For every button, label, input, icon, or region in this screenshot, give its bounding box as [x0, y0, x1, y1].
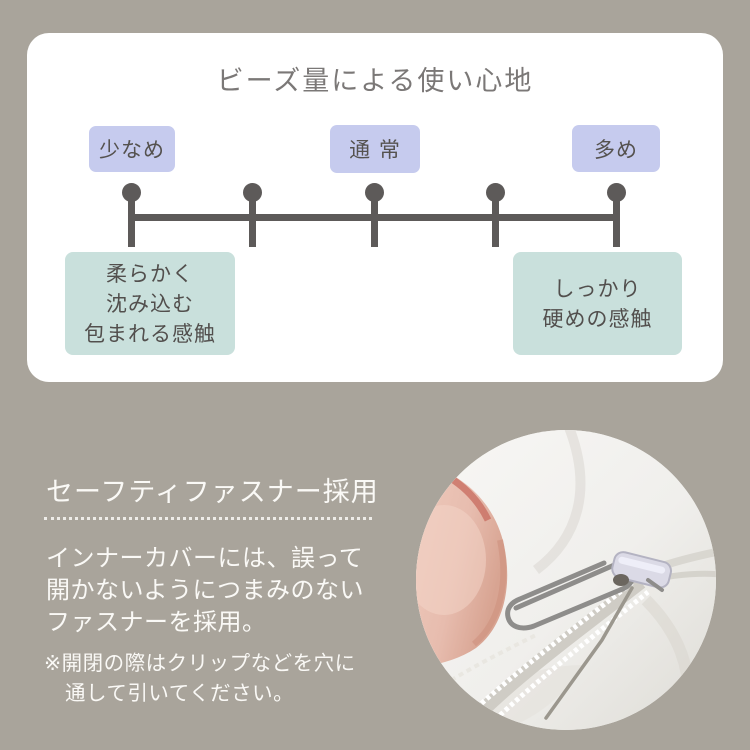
- zipper-tape-stitches: [419, 633, 537, 702]
- scale-axis-line: [128, 214, 620, 221]
- fastener-note-text: ※開閉の際はクリップなどを穴に 通して引いてください。: [44, 651, 356, 705]
- result-box-soft: 柔らかく 沈み込む 包まれる感触: [65, 252, 235, 355]
- fabric-fold: [532, 430, 586, 574]
- zipper-clip-photo: [416, 430, 716, 730]
- result-box-firm: しっかり 硬めの感触: [513, 252, 682, 355]
- fastener-heading: セーフティファスナー採用: [46, 477, 379, 508]
- diagram-title: ビーズ量による使い心地: [216, 66, 534, 97]
- zipper-seam: [453, 576, 646, 730]
- zipper-clip-illustration: [416, 430, 716, 730]
- scale-label-low-text: 少なめ: [99, 138, 165, 162]
- comfort-diagram-card: ビーズ量による使い心地 少なめ 通 常 多め 柔らかく 沈み込む 包まれる感触: [27, 33, 723, 382]
- dotted-divider: [44, 517, 372, 520]
- slider-wire: [544, 586, 634, 720]
- fastener-body-text: インナーカバーには、誤って 開かないようにつまみのない ファスナーを採用。: [46, 544, 365, 636]
- result-firm-text: しっかり 硬めの感触: [542, 276, 653, 331]
- finger-highlight: [416, 505, 486, 615]
- finger-shadow: [471, 539, 507, 647]
- scale-label-high: 多め: [572, 125, 660, 172]
- scale-label-low: 少なめ: [89, 126, 175, 172]
- scale-label-high-text: 多め: [594, 137, 638, 162]
- slider-wire-top: [646, 578, 664, 592]
- result-soft-text: 柔らかく 沈み込む 包まれる感触: [84, 261, 216, 346]
- slider-hole: [613, 574, 629, 586]
- zipper-stitches: [449, 576, 640, 730]
- scale-label-normal: 通 常: [330, 125, 420, 173]
- scale-label-normal-text: 通 常: [349, 138, 401, 162]
